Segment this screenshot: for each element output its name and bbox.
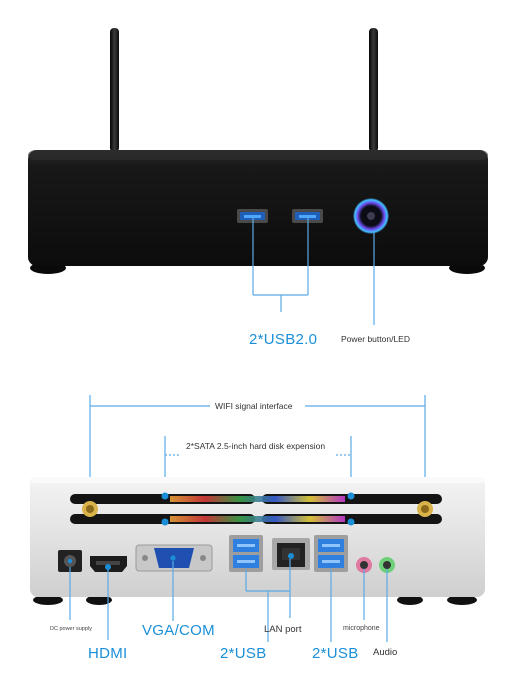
microphone-label: microphone	[343, 625, 380, 632]
rear-view	[30, 395, 485, 642]
lan-port-label: LAN port	[264, 624, 302, 635]
wifi-connector-right	[417, 501, 433, 517]
dc-power-label: DC power supply	[50, 626, 92, 632]
front-chassis	[28, 150, 488, 266]
foot-rear-2	[86, 595, 112, 605]
audio-jack	[379, 557, 395, 573]
sata-markers	[161, 492, 355, 526]
power-button	[353, 198, 389, 234]
vga-com-label: VGA/COM	[142, 622, 215, 639]
lan-port	[272, 538, 310, 570]
vga-port	[135, 544, 213, 572]
rear-callouts	[69, 559, 388, 642]
hdmi-label: HDMI	[88, 645, 128, 662]
front-callouts	[252, 216, 375, 325]
wifi-label: WIFI signal interface	[215, 401, 293, 411]
audio-label: Audio	[373, 647, 398, 658]
hdmi-port	[90, 556, 127, 572]
foot-rear-1	[33, 595, 63, 605]
sata-label: 2*SATA 2.5-inch hard disk expension	[186, 441, 326, 451]
antenna-left	[110, 28, 119, 152]
power-button-label: Power button/LED	[341, 334, 410, 344]
foot-rear-4	[447, 595, 477, 605]
usb3-right-label: 2*USB	[312, 645, 359, 662]
microphone-jack	[356, 557, 372, 573]
dc-power-port	[58, 550, 82, 572]
usb3-stack-left	[229, 535, 263, 572]
front-view	[28, 28, 488, 325]
usb3-stack-right	[314, 535, 348, 572]
usb2-label: 2*USB2.0	[249, 331, 318, 348]
foot-rear-3	[397, 595, 423, 605]
usb3-left-label: 2*USB	[220, 645, 267, 662]
antenna-right	[369, 28, 378, 152]
wifi-connector-left	[82, 501, 98, 517]
